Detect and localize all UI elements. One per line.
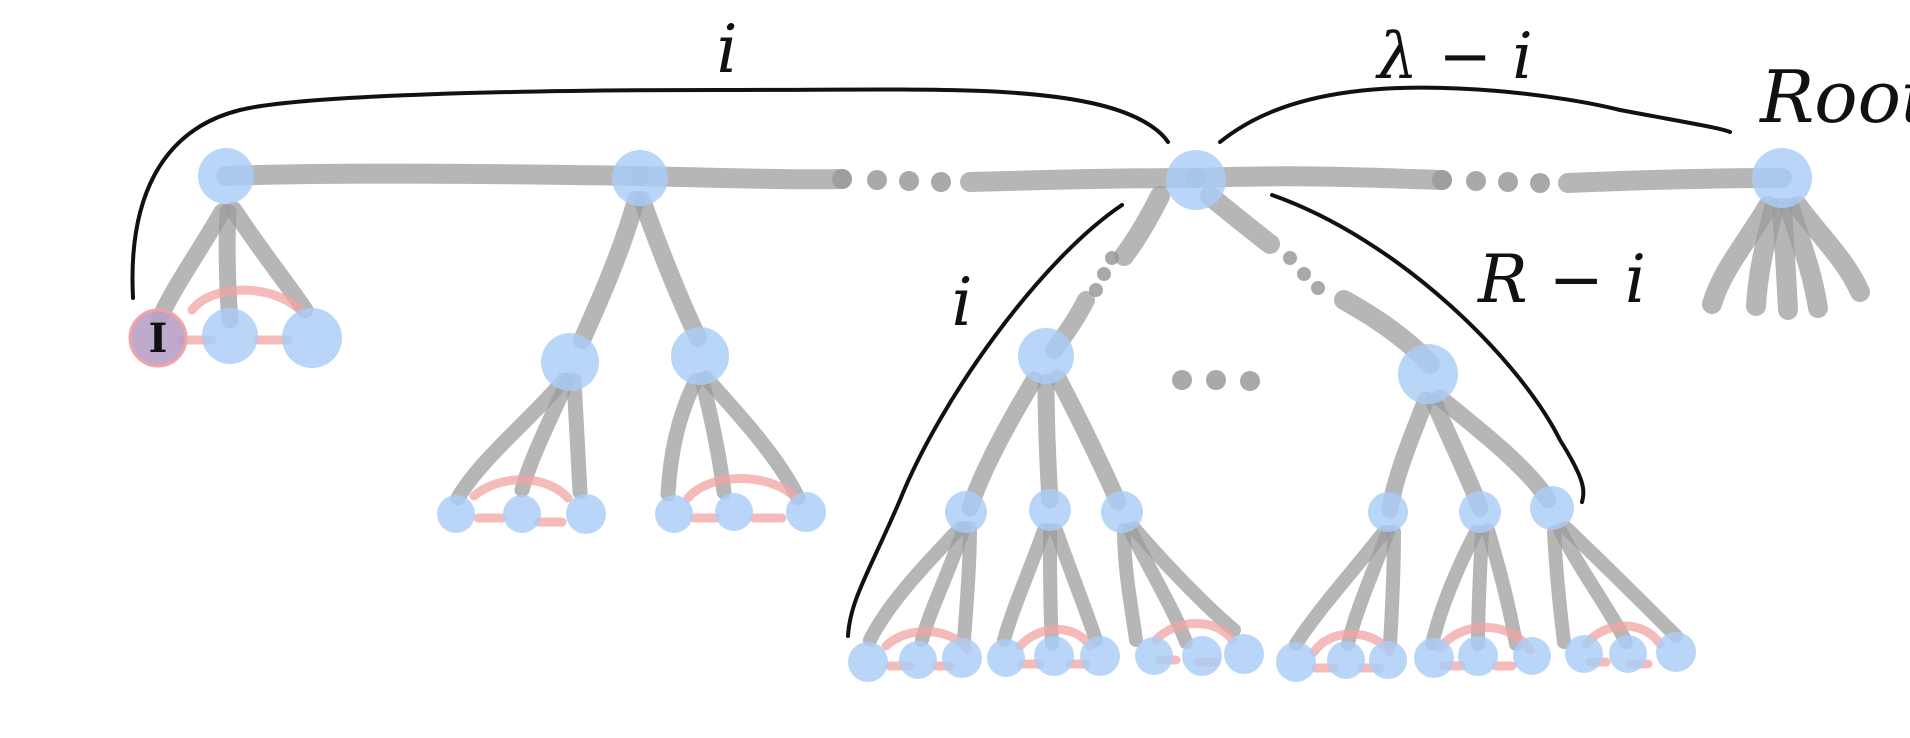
brace-right-subtree — [1270, 193, 1586, 504]
left-leaf-subtree — [151, 201, 314, 345]
subtree-node-2 — [450, 191, 806, 527]
brace-top-right — [1218, 85, 1732, 144]
marked-node-label: I — [149, 315, 168, 362]
label-left-subtree-span: i — [951, 264, 972, 341]
big-subtree-right — [1289, 389, 1683, 673]
brace-left-subtree — [846, 203, 1124, 638]
label-root: Root — [1758, 55, 1910, 139]
label-right-subtree-span: R − i — [1477, 241, 1646, 318]
root-node — [1752, 148, 1812, 208]
nodes — [128, 148, 1812, 682]
spine-node-3 — [1166, 150, 1226, 210]
spine-node-1 — [198, 148, 254, 204]
label-top-right-span: λ − i — [1374, 20, 1532, 94]
spine-edges — [216, 163, 1792, 193]
brace-top-left — [130, 87, 1170, 300]
root-edges — [1702, 196, 1870, 320]
spine-node-2 — [612, 150, 668, 206]
marked-leaf-node — [128, 308, 188, 368]
label-top-left-span: i — [716, 11, 737, 88]
